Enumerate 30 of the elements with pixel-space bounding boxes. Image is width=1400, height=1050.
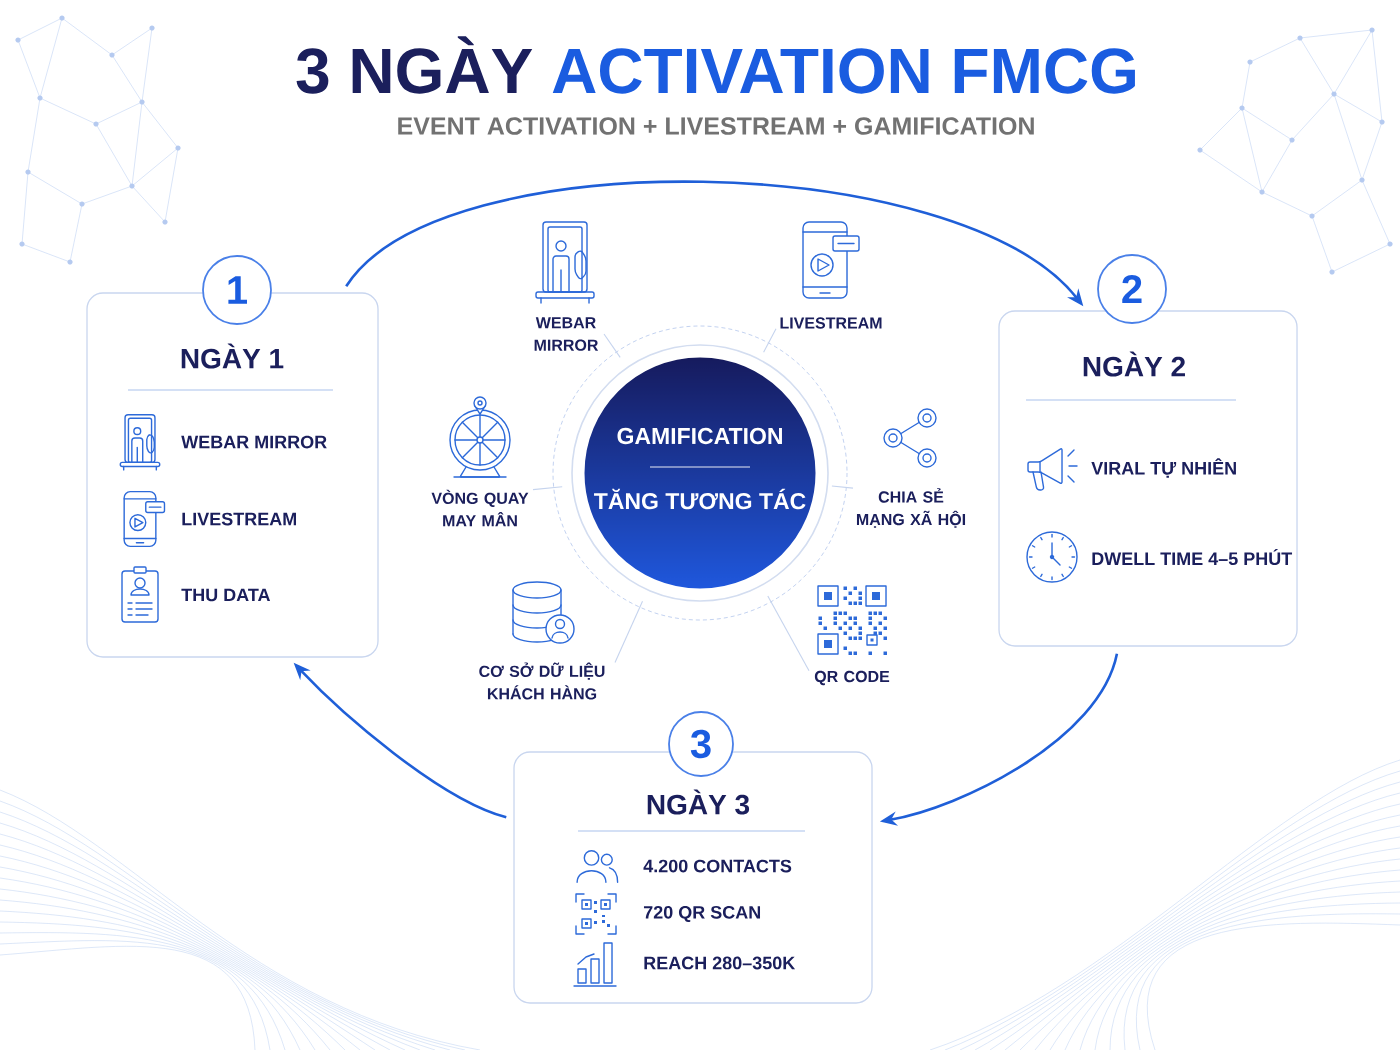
connector-line	[603, 333, 621, 358]
card-heading: NGÀY 3	[647, 789, 750, 815]
item-label: THU DATA	[181, 588, 271, 602]
connector-line	[763, 328, 777, 353]
connector-line	[532, 486, 563, 491]
feature-label: CƠ SỞ DỮ LIỆU KHÁCH HÀNG	[479, 662, 605, 700]
item-label: DWELL TIME 4–5 PHÚT	[1092, 548, 1293, 566]
connector-line	[767, 595, 810, 672]
item-label: WEBAR MIRROR	[181, 435, 327, 449]
card-heading: NGÀY 2	[1083, 351, 1185, 377]
number-badge: 1	[202, 255, 272, 325]
feature-label: WEBAR MIRROR	[534, 317, 599, 351]
item-label: 720 QR SCAN	[644, 905, 760, 923]
number-badge: 2	[1097, 254, 1167, 324]
circle-title: GAMIFICATION	[617, 427, 782, 445]
number-badge: 3	[668, 711, 734, 777]
feature-label: CHIA SẺ MẠNG XÃ HỘI	[856, 488, 966, 528]
connector-line	[831, 485, 854, 489]
card-heading: NGÀY 1	[181, 343, 284, 369]
circle-subtitle: TĂNG TƯƠNG TÁC	[594, 488, 806, 510]
feature-label: VÒNG QUAY MAY MÂN	[431, 489, 529, 527]
item-label: 4.200 CONTACTS	[643, 859, 792, 873]
item-label: LIVESTREAM	[182, 512, 296, 526]
item-label: REACH 280–350K	[644, 956, 796, 970]
feature-label: QR CODE	[814, 670, 890, 686]
title: 3 NGÀY ACTIVATION FMCG	[296, 36, 1135, 94]
feature-label: LIVESTREAM	[780, 317, 882, 329]
item-label: VIRAL TỰ NHIÊN	[1091, 458, 1236, 478]
connector-line	[614, 600, 644, 664]
subtitle: EVENT ACTIVATION + LIVESTREAM + GAMIFICATION	[398, 117, 1034, 135]
